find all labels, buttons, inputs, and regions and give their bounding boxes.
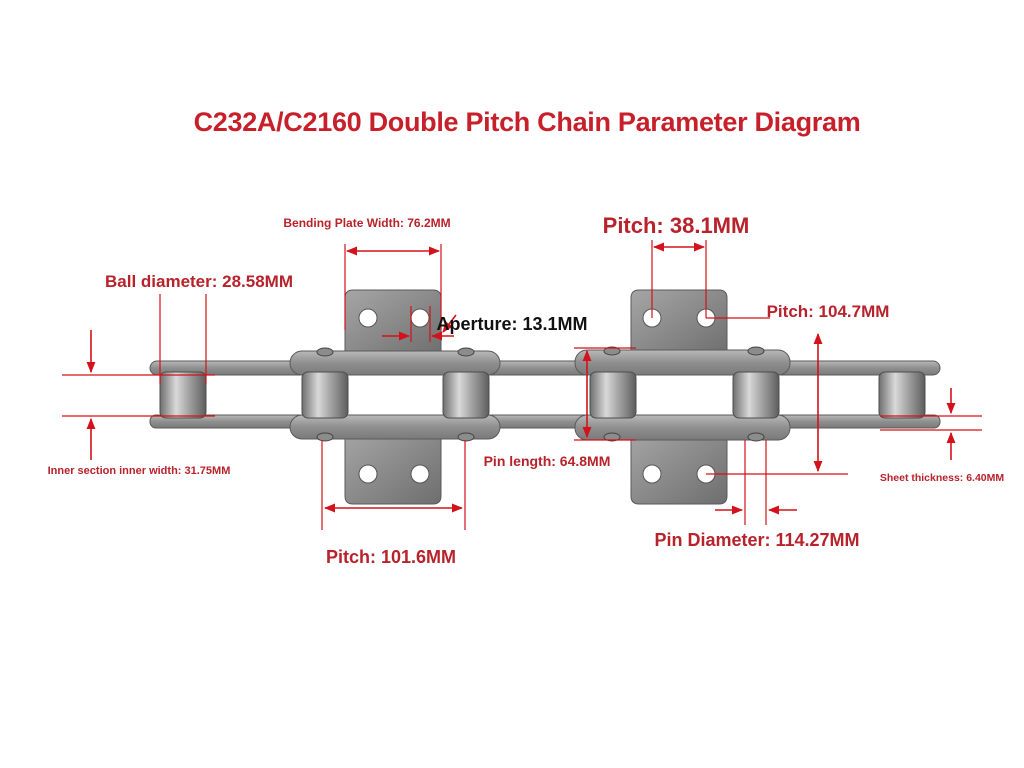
top-side-plates: [149, 349, 941, 376]
bottom-attachment-left: [344, 429, 442, 505]
rollers: [159, 371, 926, 419]
top-attachment-right: [630, 289, 728, 357]
dimension-lines: [62, 240, 982, 530]
label-pin-length: Pin length: 64.8MM: [484, 453, 611, 469]
label-pin-diameter: Pin Diameter: 114.27MM: [654, 530, 859, 550]
bottom-side-plates: [149, 414, 941, 441]
label-pitch-101: Pitch: 101.6MM: [326, 547, 456, 567]
label-inner-section-width: Inner section inner width: 31.75MM: [48, 465, 231, 477]
label-aperture: Aperture: 13.1MM: [436, 314, 587, 334]
label-pitch-38: Pitch: 38.1MM: [603, 213, 750, 238]
label-bending-plate-width: Bending Plate Width: 76.2MM: [283, 216, 450, 230]
diagram-title: C232A/C2160 Double Pitch Chain Parameter…: [194, 107, 861, 137]
parameter-labels: Bending Plate Width: 76.2MM Pitch: 38.1M…: [48, 213, 1005, 567]
bottom-attachment-right: [630, 429, 728, 505]
top-attachment-left: [344, 289, 442, 357]
label-pitch-104: Pitch: 104.7MM: [767, 302, 890, 321]
label-sheet-thickness: Sheet thickness: 6.40MM: [880, 472, 1005, 484]
label-ball-diameter: Ball diameter: 28.58MM: [105, 272, 293, 291]
chain-drawing: [149, 289, 941, 505]
pin-heads: [316, 346, 765, 442]
